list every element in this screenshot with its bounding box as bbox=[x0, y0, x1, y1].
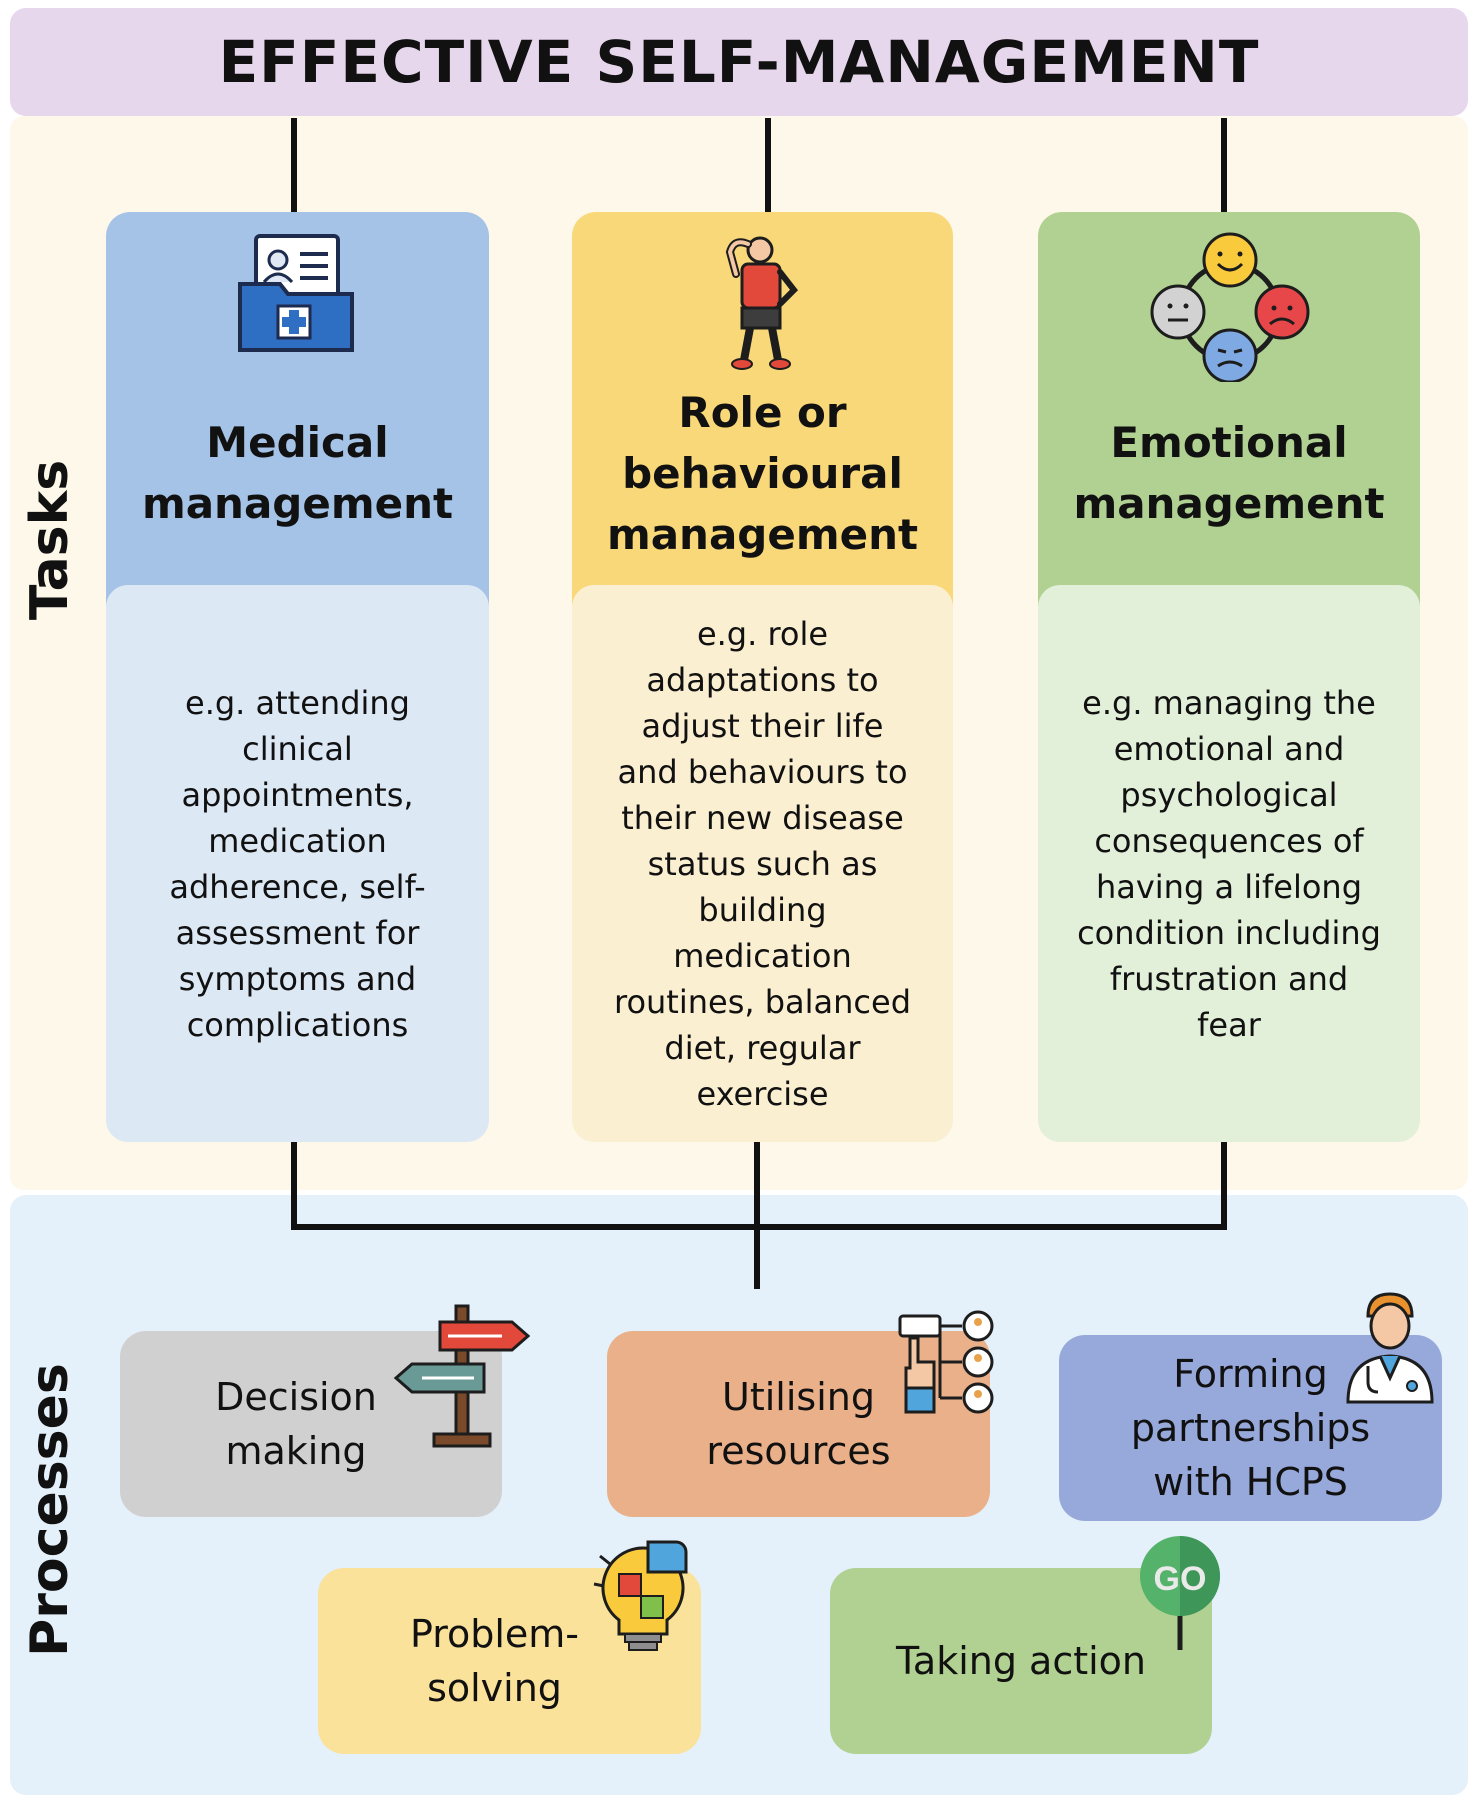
go-sign-icon: GO bbox=[1140, 1536, 1220, 1650]
connector-line bbox=[765, 118, 771, 218]
connector-line bbox=[1221, 1142, 1227, 1230]
process-label: Utilising resources bbox=[706, 1375, 891, 1473]
emotional-management-card: Emotional management bbox=[1038, 212, 1420, 612]
puzzle-bulb-icon bbox=[593, 1540, 688, 1651]
signpost-icon bbox=[393, 1304, 530, 1448]
exercise-person-icon bbox=[725, 236, 798, 370]
task-description: e.g. managing the emotional and psycholo… bbox=[1077, 683, 1381, 1044]
utilising-resources-box: Utilising resources bbox=[607, 1331, 990, 1517]
header-banner: EFFECTIVE SELF-MANAGEMENT bbox=[10, 8, 1468, 116]
role-behavioural-management-description-card: e.g. role adaptations to adjust their li… bbox=[572, 585, 953, 1142]
connector-line bbox=[754, 1142, 760, 1289]
medical-management-description-card: e.g. attending clinical appointments, me… bbox=[106, 585, 489, 1142]
tasks-label: Tasks bbox=[20, 459, 80, 621]
medical-management-card: Medical management bbox=[106, 212, 489, 612]
connector-line bbox=[291, 1224, 1227, 1230]
connector-line bbox=[291, 1142, 297, 1230]
medical-folder-icon bbox=[238, 234, 354, 352]
task-title: Medical management bbox=[141, 418, 454, 528]
process-label: Decision making bbox=[215, 1375, 377, 1473]
task-description: e.g. attending clinical appointments, me… bbox=[169, 683, 426, 1044]
task-title: Role or behavioural management bbox=[606, 388, 919, 559]
task-description: e.g. role adaptations to adjust their li… bbox=[613, 614, 912, 1113]
process-label: Taking action bbox=[895, 1639, 1147, 1683]
process-label: Problem- solving bbox=[409, 1612, 580, 1710]
emotional-management-description-card: e.g. managing the emotional and psycholo… bbox=[1038, 585, 1420, 1142]
page-title: EFFECTIVE SELF-MANAGEMENT bbox=[218, 28, 1260, 96]
connector-line bbox=[1221, 118, 1227, 218]
connector-line bbox=[291, 118, 297, 218]
emotions-faces-icon bbox=[1150, 232, 1310, 382]
go-sign-text: GO bbox=[1154, 1560, 1207, 1598]
task-title: Emotional management bbox=[1073, 418, 1385, 528]
network-hand-icon bbox=[898, 1310, 994, 1414]
process-label: Forming partnerships with HCPS bbox=[1130, 1352, 1371, 1504]
decision-making-box: Decision making bbox=[120, 1331, 502, 1517]
processes-label: Processes bbox=[20, 1363, 80, 1657]
doctor-icon bbox=[1346, 1292, 1434, 1404]
role-behavioural-management-card: Role or behavioural management bbox=[572, 212, 953, 612]
